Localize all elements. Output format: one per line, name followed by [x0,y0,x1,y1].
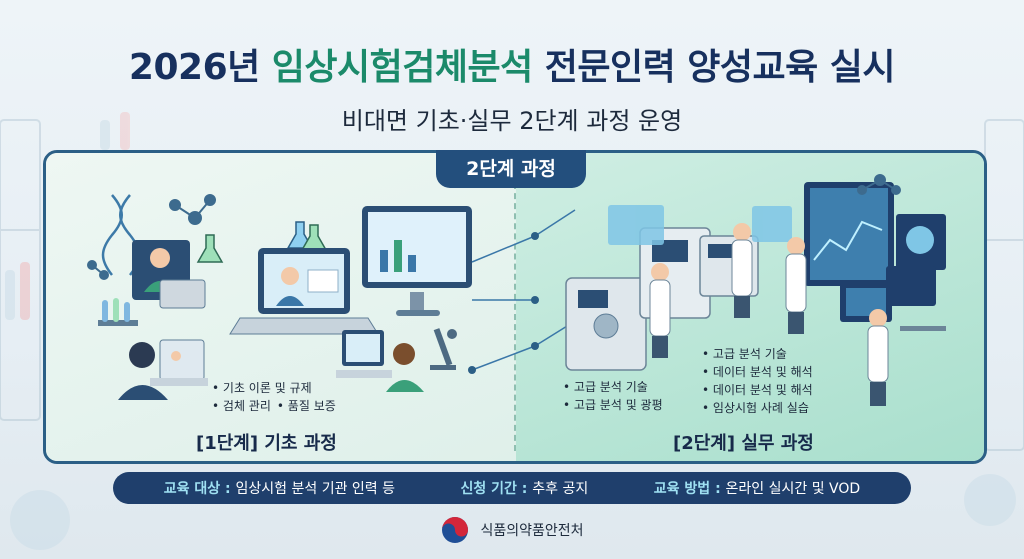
stage2-bullets-right: • 고급 분석 기술 • 데이터 분석 및 해석 • 데이터 분석 및 해석 •… [702,345,813,417]
dashboard-screens [804,182,946,331]
researcher-figures [649,223,889,406]
page-subtitle: 비대면 기초·실무 2단계 과정 운영 [341,107,683,135]
list-item: • 고급 분석 및 광평 [563,398,663,412]
info-period: 신청 기간 : 추후 공지 [460,481,589,497]
learner-laptop-1 [132,240,206,309]
info-bar: 교육 대상 : 임상시험 분석 기관 인력 등 신청 기간 : 추후 공지 교육… [113,472,911,504]
list-item: • 기초 이론 및 규제 [212,381,312,395]
list-item: • 임상시험 사례 실습 [702,401,809,415]
test-tube-rack-icon [98,298,138,326]
taegeuk-emblem-icon [442,517,469,543]
instructor-laptop [229,248,379,335]
list-item: • 고급 분석 기술 [702,347,787,361]
list-item: • 고급 분석 기술 [563,380,648,394]
org-name: 식품의약품안전처 [480,523,584,539]
list-item: • 데이터 분석 및 해석 [702,365,813,379]
molecule-icon-2 [857,174,901,195]
stage2-bullets-left: • 고급 분석 기술 • 고급 분석 및 광평 [563,378,663,414]
list-item: • 검체 관리• 품질 보증 [212,399,336,413]
stage-divider [514,183,516,451]
network-connections [471,209,581,371]
molecule-icon [87,194,216,280]
title-rest: 전문인력 양성교육 실시 [532,47,896,88]
info-target: 교육 대상 : 임상시험 분석 기관 인력 등 [163,481,395,497]
list-item: • 데이터 분석 및 해석 [702,383,813,397]
stage1-bullets: • 기초 이론 및 규제 • 검체 관리• 품질 보증 [212,379,342,415]
microscope-icon [430,328,457,370]
title-highlight: 임상시험검체분석 [271,47,533,88]
stage-tab-label: 2단계 과정 [436,150,586,188]
data-monitor [362,206,472,316]
hologram-screen [608,205,792,245]
analysis-instrument [565,277,647,371]
stage1-caption: [1단계] 기초 과정 [196,433,337,454]
learner-laptop-3 [336,330,424,392]
info-method: 교육 방법 : 온라인 실시간 및 VOD [653,481,861,497]
page-title: 2026년 임상시험검체분석 전문인력 양성교육 실시 [0,38,1024,90]
title-year: 2026년 [128,47,272,88]
learner-headset [118,339,208,400]
footer: 식품의약품안전처 [0,512,1024,548]
stage2-caption: [2단계] 실무 과정 [673,433,814,454]
